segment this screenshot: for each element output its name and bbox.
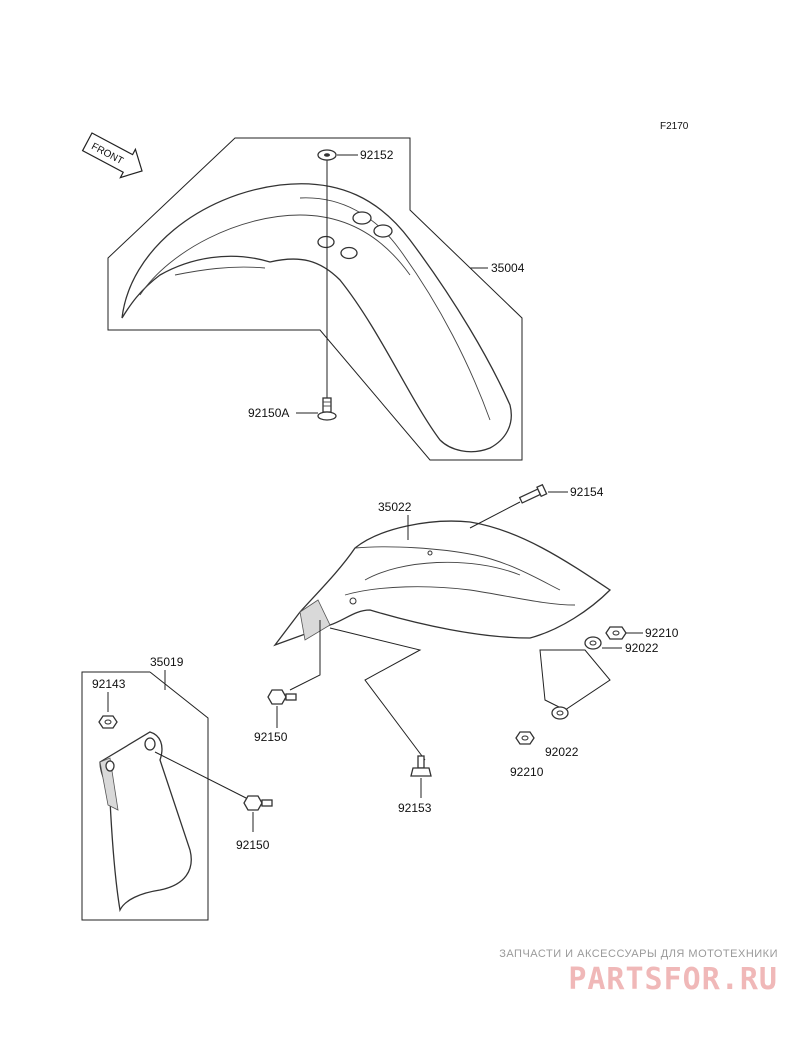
- callout-92210-upper: 92210: [645, 626, 679, 640]
- watermark-tagline: ЗАПЧАСТИ И АКСЕССУАРЫ ДЛЯ МОТОТЕХНИКИ: [499, 948, 778, 960]
- callout-35004: 35004: [491, 261, 525, 275]
- callout-92154: 92154: [570, 485, 604, 499]
- callout-92022-lower: 92022: [545, 745, 579, 759]
- front-fender-group: 92152 35004 92150A: [107, 137, 525, 461]
- washer-92022-upper-icon: [584, 636, 602, 650]
- bolt-92154-icon: [518, 483, 548, 504]
- watermark-brand-logo: PARTSFOR.RU: [568, 962, 778, 997]
- mud-flap-group: 35019 92143 92150: [81, 655, 273, 921]
- callout-92022-upper: 92022: [625, 641, 659, 655]
- figure-ref-code: F2170: [660, 121, 689, 132]
- callout-92150-lower: 92150: [236, 838, 270, 852]
- callout-92210-lower: 92210: [510, 765, 544, 779]
- nut-92143-icon: [98, 715, 118, 729]
- callout-35019: 35019: [150, 655, 184, 669]
- callout-35022: 35022: [378, 500, 412, 514]
- bolt-92150-lower-icon: [243, 795, 273, 811]
- rear-fender-group: 92154 35022 92210 92022 92022 92210: [254, 483, 679, 815]
- washer-92022-lower-icon: [551, 706, 569, 720]
- callout-92153: 92153: [398, 801, 432, 815]
- bolt-92150a-icon: [317, 397, 337, 421]
- callout-92152: 92152: [360, 148, 394, 162]
- callout-92150-middle: 92150: [254, 730, 288, 744]
- bolt-92153-icon: [410, 755, 432, 777]
- nut-92210-lower-icon: [515, 731, 535, 745]
- callout-92143: 92143: [92, 677, 126, 691]
- watermark: ЗАПЧАСТИ И АКСЕССУАРЫ ДЛЯ МОТОТЕХНИКИ PA…: [499, 948, 778, 997]
- bolt-92150-middle-icon: [267, 689, 297, 705]
- nut-92210-upper-icon: [605, 626, 627, 640]
- front-arrow-icon: FRONT: [81, 132, 143, 179]
- callout-92150a: 92150A: [248, 406, 289, 420]
